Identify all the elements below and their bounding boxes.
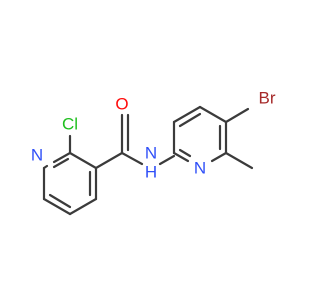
bond bbox=[42, 197, 72, 216]
bond bbox=[210, 151, 228, 163]
chlorine-atom-label: Cl bbox=[62, 115, 78, 134]
oxygen-atom-label: O bbox=[115, 95, 128, 114]
bond bbox=[94, 151, 124, 170]
bond bbox=[198, 105, 228, 124]
bond bbox=[68, 197, 98, 216]
left-ring-nitrogen-label: N bbox=[31, 146, 43, 165]
bond bbox=[158, 154, 176, 166]
bond bbox=[172, 151, 190, 163]
bromine-atom-label: Br bbox=[259, 89, 276, 108]
bond bbox=[52, 157, 70, 169]
bond bbox=[68, 151, 98, 170]
structure-canvas: O Cl Br N H N N bbox=[31, 89, 276, 216]
right-ring-nitrogen-label: N bbox=[194, 159, 206, 178]
bond bbox=[178, 148, 192, 158]
bond bbox=[178, 112, 202, 128]
right-pyridine-ring bbox=[172, 105, 254, 170]
amide-nitrogen-label: N bbox=[145, 144, 157, 163]
bond bbox=[42, 164, 49, 170]
bond bbox=[120, 151, 144, 166]
bond bbox=[224, 107, 250, 124]
bond bbox=[172, 105, 202, 124]
molecule-diagram: O Cl Br N H N N bbox=[31, 89, 276, 216]
bond bbox=[224, 151, 254, 170]
bond bbox=[52, 151, 72, 164]
amide-hydrogen-label: H bbox=[145, 163, 157, 182]
left-pyridine-ring bbox=[42, 134, 98, 216]
bond bbox=[48, 193, 72, 209]
amide-group bbox=[94, 113, 176, 170]
